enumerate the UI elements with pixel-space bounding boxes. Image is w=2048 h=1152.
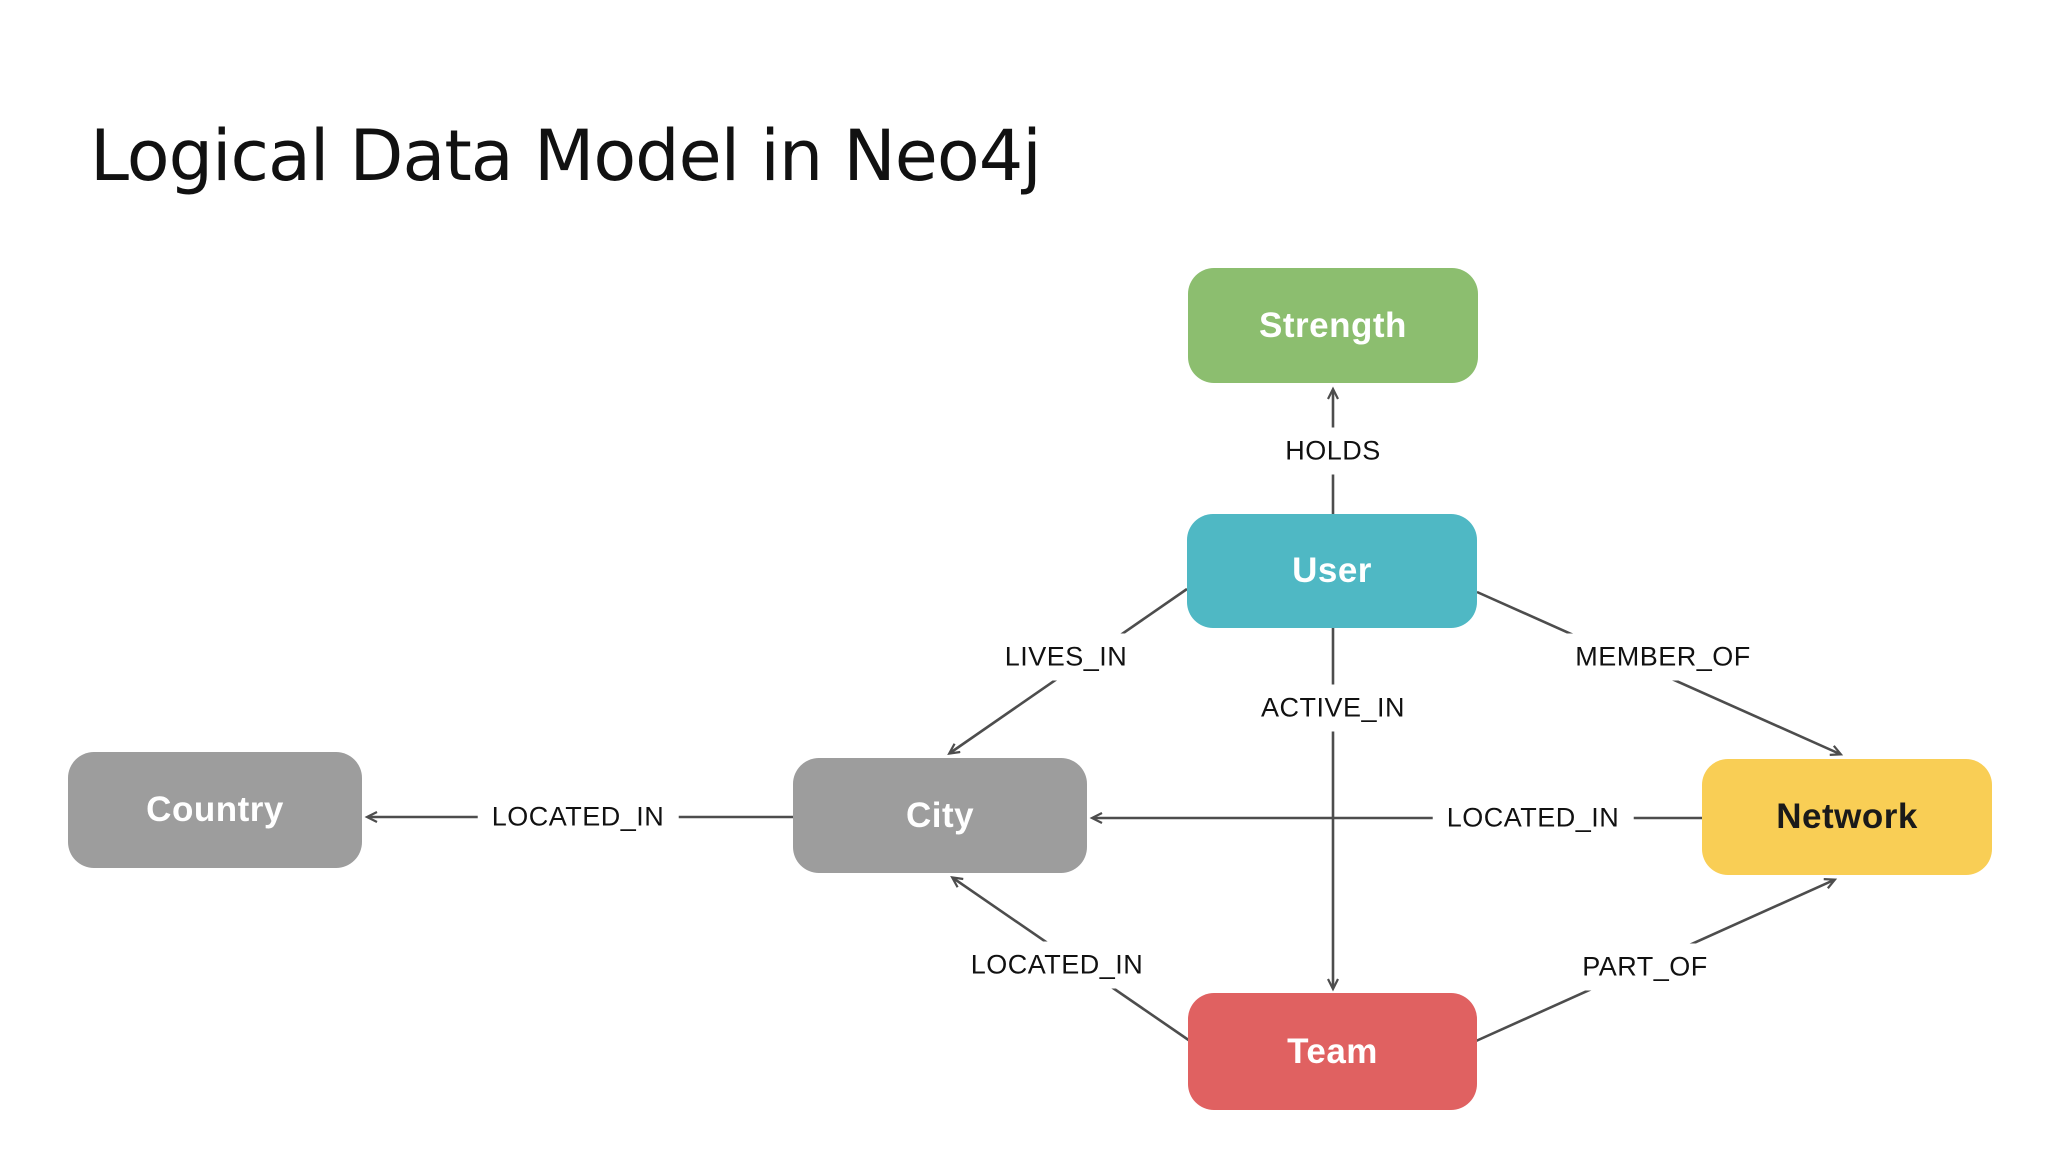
node-team: Team [1188,993,1477,1110]
edge-label-active-in: ACTIVE_IN [1246,684,1420,732]
node-country: Country [68,752,362,868]
edge-label-holds: HOLDS [1271,427,1395,475]
edge-label-located-in-team: LOCATED_IN [956,941,1158,989]
node-strength: Strength [1188,268,1478,383]
node-network: Network [1702,759,1992,875]
edge-label-member-of: MEMBER_OF [1561,633,1765,681]
edge-label-located-in-city: LOCATED_IN [1432,794,1634,842]
node-city: City [793,758,1087,873]
edge-label-part-of: PART_OF [1568,943,1722,991]
edge-label-located-in-country: LOCATED_IN [477,793,679,841]
edge-label-lives-in: LIVES_IN [990,633,1142,681]
page-title: Logical Data Model in Neo4j [90,115,1042,197]
node-user: User [1187,514,1477,628]
